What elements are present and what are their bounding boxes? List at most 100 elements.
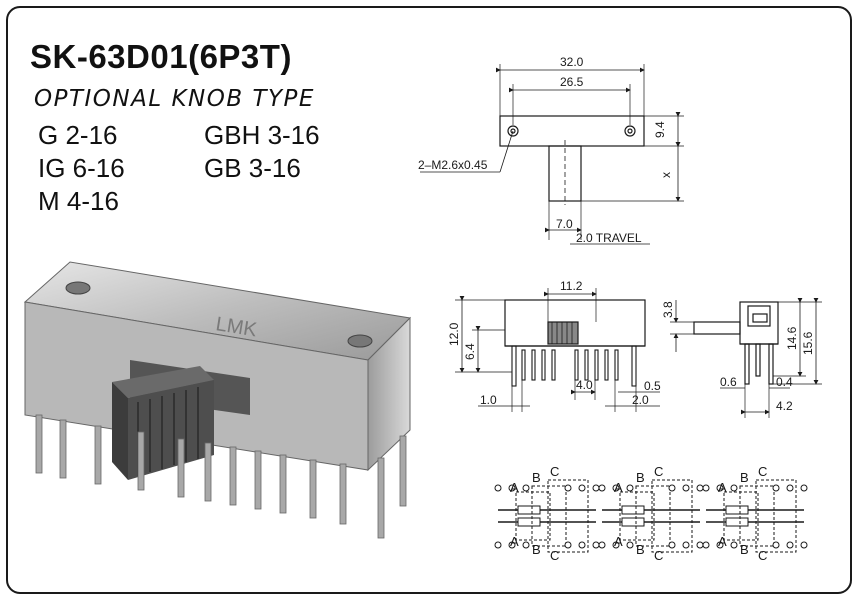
circuit-3-terminal-top-4 xyxy=(772,484,780,492)
switch-illustration: LMK xyxy=(23,261,412,539)
circuit-3-box-c xyxy=(755,479,797,553)
knob-option-4: GB 3-16 xyxy=(204,153,301,183)
circuit-3-terminal-top-3 xyxy=(730,484,738,492)
dim-knob-label: 7.0 xyxy=(556,217,573,231)
circuit-3-terminal-bottom-4 xyxy=(772,541,780,549)
dim-x-label: x xyxy=(659,172,673,178)
circuit-2-label-top-b: B xyxy=(636,470,645,485)
circuit-2-terminal-bottom-5 xyxy=(682,541,690,549)
circuit-1-terminal-top-1 xyxy=(494,484,502,492)
circuit-3-label-top-a: A xyxy=(718,480,727,495)
circuit-2-terminal-top-4 xyxy=(668,484,676,492)
circuit-1-terminal-bottom-6 xyxy=(592,541,600,549)
circuit-3-label-bottom-b: B xyxy=(740,542,749,557)
circuit-3-box-a xyxy=(723,491,759,541)
circuit-3-terminal-top-6 xyxy=(800,484,808,492)
circuit-1-label-top-a: A xyxy=(510,480,519,495)
dim-pin-left-label: 0.6 xyxy=(720,375,737,389)
circuit-2-box-c xyxy=(651,479,693,553)
circuit-2-terminal-bottom-4 xyxy=(668,541,676,549)
circuit-1-label-top-c: C xyxy=(550,464,559,479)
side-view-labels: 3.8 14.6 15.6 0.6 0.4 4.2 xyxy=(661,301,815,413)
circuit-2-label-top-c: C xyxy=(654,464,663,479)
circuit-2-terminal-bottom-6 xyxy=(696,541,704,549)
dim-lower-label: 6.4 xyxy=(463,343,477,360)
circuit-1-terminal-top-2 xyxy=(508,484,516,492)
dim-height-label: 9.4 xyxy=(653,121,667,138)
dim-front-height-label: 12.0 xyxy=(447,322,461,346)
circuit-3-terminal-top-2 xyxy=(716,484,724,492)
circuit-2-terminal-top-3 xyxy=(626,484,634,492)
knob-option-2: GBH 3-16 xyxy=(204,120,320,150)
dim-top-label: 3.8 xyxy=(661,301,675,318)
dim-right-label: 2.0 xyxy=(632,393,649,407)
product-subtitle: OPTIONAL KNOB TYPE xyxy=(34,86,315,112)
circuit-3-label-bottom-a: A xyxy=(718,534,727,549)
circuit-1-label-top-b: B xyxy=(532,470,541,485)
circuit-2-slider-top xyxy=(621,505,645,515)
circuit-3-slider-bottom xyxy=(725,517,749,527)
circuit-1-box-a xyxy=(515,491,551,541)
circuit-3-label-top-b: B xyxy=(740,470,749,485)
dim-knob-span-label: 11.2 xyxy=(560,279,583,293)
circuit-3-terminal-bottom-6 xyxy=(800,541,808,549)
circuit-1-box-c xyxy=(547,479,589,553)
dim-h2-label: 15.6 xyxy=(801,331,815,355)
circuit-2-terminal-top-1 xyxy=(598,484,606,492)
circuit-2-box-a xyxy=(619,491,655,541)
top-view-drawing xyxy=(420,64,684,245)
dim-pin-label: 0.5 xyxy=(644,379,661,393)
circuit-3-slider-top xyxy=(725,505,749,515)
dim-pin-right-label: 0.4 xyxy=(776,375,793,389)
circuit-1-terminal-top-6 xyxy=(592,484,600,492)
dim-pitch-label: 4.0 xyxy=(576,378,593,392)
circuit-1-terminal-bottom-3 xyxy=(522,541,530,549)
circuit-1-terminal-top-3 xyxy=(522,484,530,492)
circuit-1-label-bottom-a: A xyxy=(510,534,519,549)
knob-option-5: M 4-16 xyxy=(38,186,119,216)
dim-holes-label: 26.5 xyxy=(560,75,584,89)
circuit-3-label-bottom-c: C xyxy=(758,548,767,563)
circuit-1-terminal-top-4 xyxy=(564,484,572,492)
circuit-2-terminal-bottom-3 xyxy=(626,541,634,549)
circuit-3-terminal-top-1 xyxy=(702,484,710,492)
thread-label: 2–M2.6x0.45 xyxy=(418,158,488,172)
knob-option-3: IG 6-16 xyxy=(38,153,125,183)
circuit-1-terminal-top-5 xyxy=(578,484,586,492)
front-view-drawing xyxy=(455,288,660,412)
circuit-1-terminal-bottom-2 xyxy=(508,541,516,549)
circuit-1-box-b xyxy=(531,485,567,547)
circuit-1-terminal-bottom-5 xyxy=(578,541,586,549)
circuit-2-label-bottom-a: A xyxy=(614,534,623,549)
dim-h1-label: 14.6 xyxy=(785,326,799,350)
knob-option-1: G 2-16 xyxy=(38,120,118,150)
circuit-2-terminal-top-5 xyxy=(682,484,690,492)
circuit-1-slider-top xyxy=(517,505,541,515)
product-title: SK-63D01(6P3T) xyxy=(30,38,292,75)
circuit-2-box-b xyxy=(635,485,671,547)
circuit-3-label-top-c: C xyxy=(758,464,767,479)
circuit-1-terminal-bottom-4 xyxy=(564,541,572,549)
circuit-1-terminal-bottom-1 xyxy=(494,541,502,549)
circuit-2-terminal-bottom-1 xyxy=(598,541,606,549)
circuit-2-label-bottom-c: C xyxy=(654,548,663,563)
dim-left-label: 1.0 xyxy=(480,393,497,407)
circuit-3-terminal-bottom-1 xyxy=(702,541,710,549)
circuit-2-label-bottom-b: B xyxy=(636,542,645,557)
circuit-2-slider-bottom xyxy=(621,517,645,527)
circuit-3-terminal-top-5 xyxy=(786,484,794,492)
circuit-2-terminal-top-2 xyxy=(612,484,620,492)
circuit-3-terminal-bottom-3 xyxy=(730,541,738,549)
top-view-labels: 32.0 26.5 9.4 x 2–M2.6x0.45 7.0 2.0 TRAV… xyxy=(418,55,673,245)
circuit-3-terminal-bottom-5 xyxy=(786,541,794,549)
circuit-1-slider-bottom xyxy=(517,517,541,527)
circuit-2-terminal-bottom-2 xyxy=(612,541,620,549)
travel-label: 2.0 TRAVEL xyxy=(576,231,642,245)
circuit-3-terminal-bottom-2 xyxy=(716,541,724,549)
dim-bottom-label: 4.2 xyxy=(776,399,793,413)
circuit-2-terminal-top-6 xyxy=(696,484,704,492)
side-view-drawing xyxy=(670,298,822,418)
circuit-1-label-bottom-c: C xyxy=(550,548,559,563)
